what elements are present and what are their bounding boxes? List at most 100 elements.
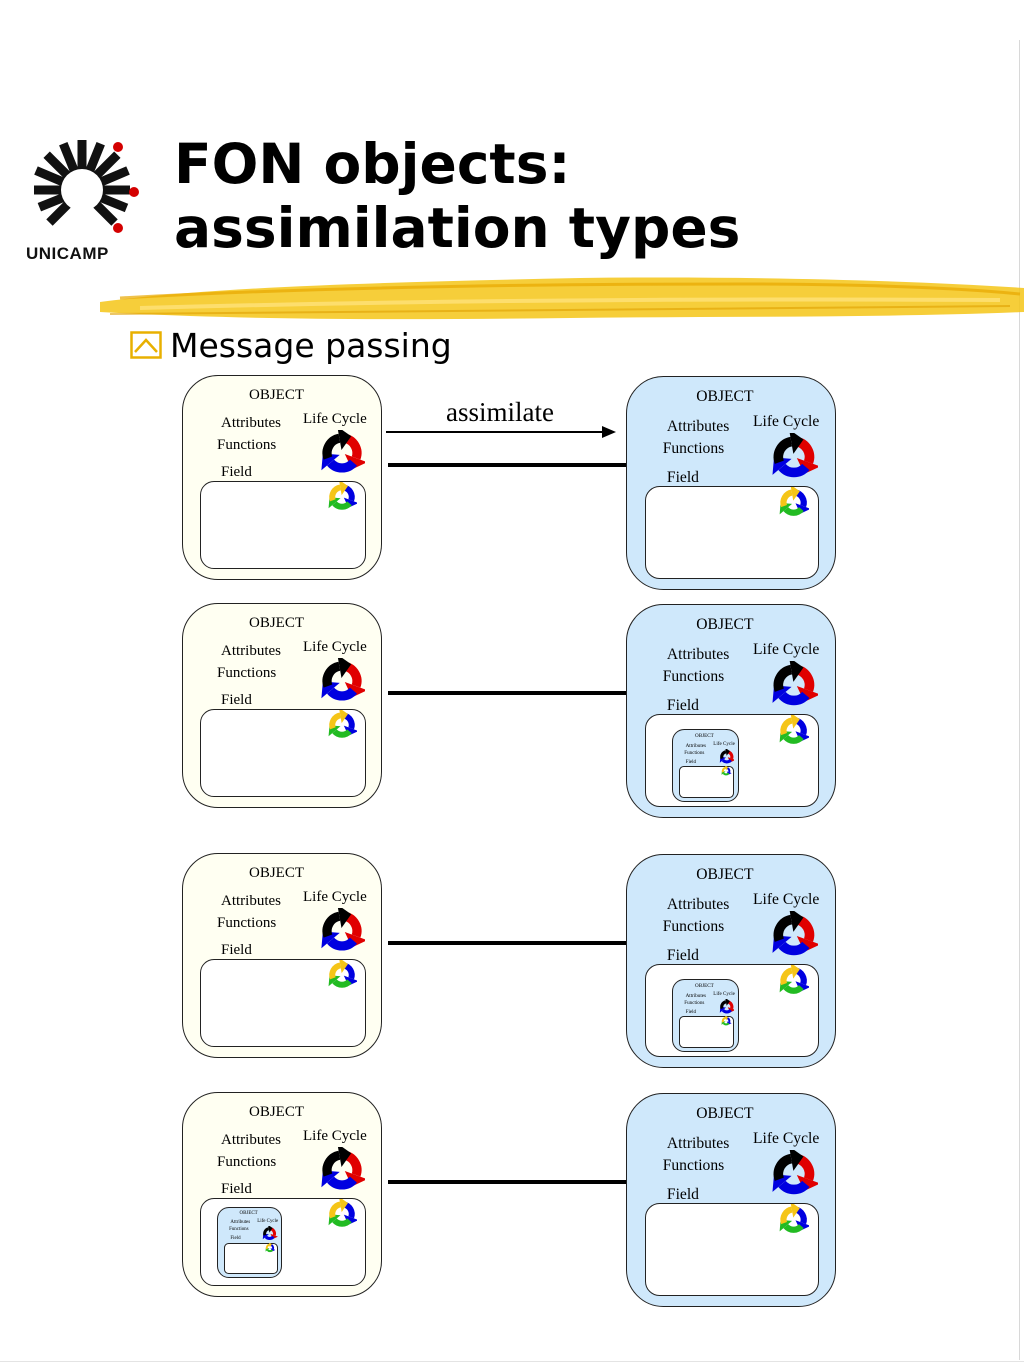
attributes-label: Attributes — [666, 1134, 730, 1152]
connector-line — [388, 463, 626, 467]
attributes-label: Attributes — [666, 895, 730, 913]
field-cycle-icon — [328, 710, 357, 738]
field-cycle-icon — [328, 960, 357, 988]
field-label: Field — [666, 468, 699, 486]
field-label: Field — [221, 692, 252, 708]
functions-label: Functions — [217, 1154, 277, 1170]
functions-label: Functions — [217, 665, 277, 681]
life-cycle-label: Life Cycle — [753, 641, 820, 659]
functions-label: Functions — [684, 1000, 705, 1007]
field-area — [200, 959, 366, 1047]
unicamp-logo: UNICAMP — [20, 132, 150, 267]
z-bullet-icon — [130, 331, 162, 359]
field-label: Field — [685, 759, 697, 766]
functions-label: Functions — [217, 915, 277, 931]
functions-label: Functions — [662, 1157, 725, 1175]
object-title: OBJECT — [695, 983, 714, 990]
attributes-label: Attributes — [230, 1220, 251, 1226]
connector-line — [388, 1180, 626, 1184]
life-cycle-icon — [321, 658, 365, 701]
field-area — [678, 1015, 735, 1048]
attributes-label: Attributes — [666, 645, 730, 663]
field-cycle-icon — [265, 1242, 275, 1253]
field-area — [678, 765, 735, 798]
attributes-label: Attributes — [685, 992, 706, 999]
bullet-text: Message passing — [170, 325, 452, 365]
functions-label: Functions — [662, 440, 725, 458]
life-cycle-label: Life Cycle — [303, 639, 367, 655]
life-cycle-icon — [719, 998, 735, 1013]
object-title: OBJECT — [696, 388, 754, 406]
attributes-label: Attributes — [221, 1132, 281, 1148]
life-cycle-label: Life Cycle — [303, 1128, 367, 1144]
object-title: OBJECT — [239, 1210, 258, 1216]
attributes-label: Attributes — [685, 742, 706, 749]
functions-label: Functions — [684, 750, 705, 757]
attributes-label: Attributes — [221, 643, 281, 659]
life-cycle-label: Life Cycle — [257, 1218, 279, 1224]
field-area — [644, 1203, 820, 1296]
assimilate-arrow — [386, 426, 616, 438]
assimilate-label: assimilate — [446, 397, 554, 427]
life-cycle-label: Life Cycle — [303, 411, 367, 427]
life-cycle-icon — [772, 661, 818, 706]
field-cycle-icon — [328, 482, 357, 510]
functions-label: Functions — [662, 918, 725, 936]
slide-right-border — [1019, 40, 1020, 1360]
functions-label: Functions — [662, 668, 725, 686]
object-title: OBJECT — [696, 1105, 754, 1123]
highlighter-underline — [100, 268, 1024, 335]
field-area — [200, 709, 366, 797]
connector-line — [388, 691, 626, 695]
attributes-label: Attributes — [221, 893, 281, 909]
field-cycle-icon — [779, 487, 810, 517]
field-area — [223, 1242, 278, 1274]
slide-title: FON objects: assimilation types — [174, 132, 740, 260]
life-cycle-icon — [321, 1147, 365, 1190]
title-line-1: FON objects: — [174, 132, 571, 196]
life-cycle-icon — [772, 911, 818, 956]
slide-bottom-border — [0, 1361, 1024, 1362]
life-cycle-label: Life Cycle — [713, 741, 735, 748]
field-label: Field — [666, 696, 699, 714]
field-label: Field — [221, 464, 252, 480]
object-title: OBJECT — [695, 733, 714, 740]
connector-line — [388, 941, 626, 945]
life-cycle-icon — [321, 908, 365, 951]
bullet-item: Message passing — [130, 325, 452, 365]
field-cycle-icon — [328, 1199, 357, 1227]
field-cycle-icon — [779, 1204, 810, 1234]
life-cycle-icon — [263, 1225, 278, 1240]
attributes-label: Attributes — [221, 415, 281, 431]
field-label: Field — [685, 1009, 697, 1016]
field-cycle-icon — [779, 965, 810, 995]
field-label: Field — [221, 942, 252, 958]
attributes-label: Attributes — [666, 417, 730, 435]
field-label: Field — [230, 1236, 241, 1242]
title-line-2: assimilation types — [174, 196, 741, 260]
object-title: OBJECT — [249, 865, 305, 881]
object-title: OBJECT — [696, 616, 754, 634]
functions-label: Functions — [217, 437, 277, 453]
life-cycle-icon — [772, 433, 818, 478]
field-area — [644, 486, 820, 579]
object-title: OBJECT — [696, 866, 754, 884]
functions-label: Functions — [229, 1227, 249, 1233]
field-label: Field — [666, 946, 699, 964]
field-area — [200, 481, 366, 569]
field-cycle-icon — [721, 1016, 732, 1026]
field-label: Field — [666, 1185, 699, 1203]
field-label: Field — [221, 1181, 252, 1197]
field-cycle-icon — [721, 766, 732, 776]
